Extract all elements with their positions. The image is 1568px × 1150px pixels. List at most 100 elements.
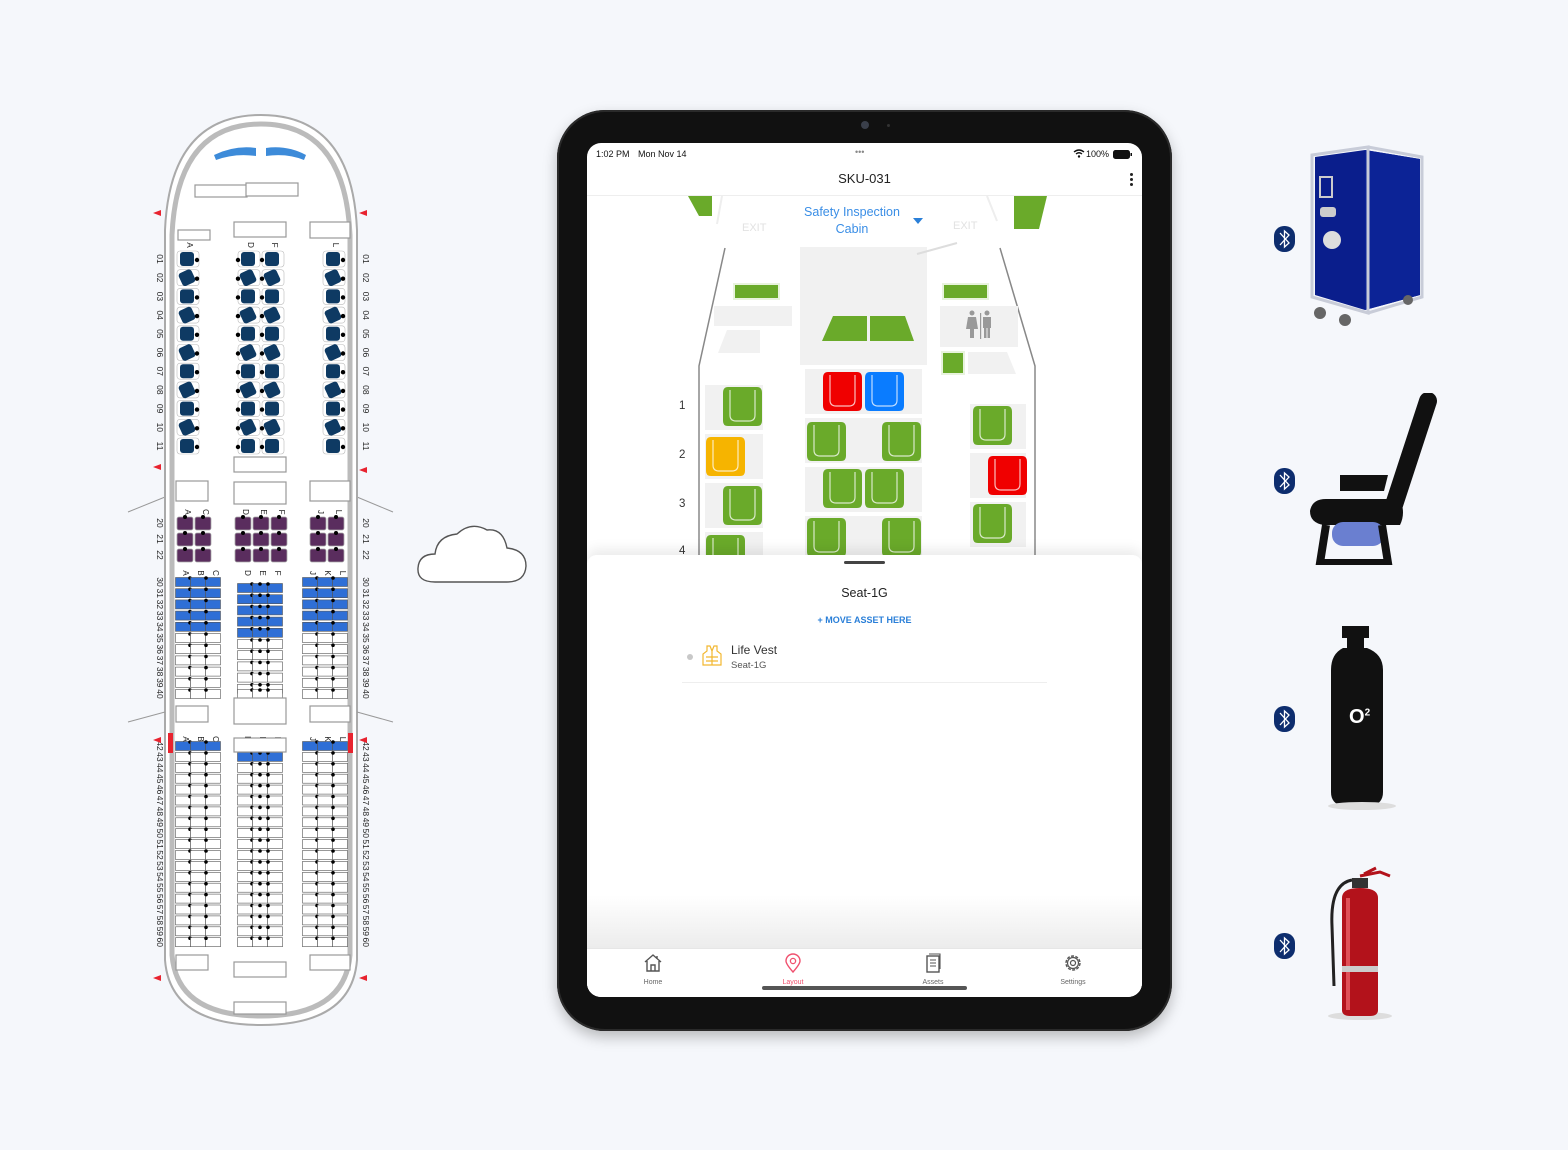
seat-alert[interactable] (822, 370, 863, 412)
economy-seat[interactable] (317, 577, 333, 587)
economy-seat[interactable] (237, 925, 254, 937)
business-seat[interactable] (235, 400, 261, 417)
economy-seat[interactable] (175, 772, 192, 784)
economy-seat[interactable] (302, 621, 319, 632)
business-seat[interactable] (235, 306, 261, 325)
economy-seat[interactable] (331, 903, 348, 915)
economy-seat[interactable] (331, 643, 348, 655)
economy-seat[interactable] (317, 599, 333, 610)
economy-seat[interactable] (331, 860, 348, 871)
economy-seat[interactable] (317, 893, 333, 904)
premium-seat[interactable] (252, 515, 270, 531)
economy-seat[interactable] (190, 871, 206, 882)
premium-seat[interactable] (309, 547, 327, 563)
economy-seat[interactable] (204, 654, 221, 666)
economy-seat[interactable] (331, 772, 348, 784)
economy-seat[interactable] (204, 936, 221, 948)
economy-seat[interactable] (190, 741, 206, 751)
economy-seat[interactable] (317, 752, 333, 762)
economy-seat[interactable] (237, 936, 254, 948)
economy-seat[interactable] (252, 936, 268, 948)
economy-seat[interactable] (331, 925, 348, 937)
economy-seat[interactable] (252, 849, 268, 860)
economy-seat[interactable] (204, 805, 221, 817)
economy-seat[interactable] (302, 849, 319, 860)
economy-seat[interactable] (237, 751, 254, 762)
economy-seat[interactable] (252, 751, 268, 762)
economy-seat[interactable] (266, 582, 283, 593)
economy-seat[interactable] (175, 677, 192, 688)
economy-seat[interactable] (266, 827, 283, 839)
premium-seat[interactable] (327, 547, 345, 563)
economy-seat[interactable] (266, 860, 283, 871)
economy-seat[interactable] (302, 914, 319, 926)
economy-seat[interactable] (204, 794, 221, 806)
economy-seat[interactable] (266, 660, 283, 672)
economy-seat[interactable] (237, 615, 254, 627)
economy-seat[interactable] (331, 762, 348, 773)
economy-seat[interactable] (190, 806, 206, 817)
premium-seat[interactable] (327, 531, 345, 547)
business-seat[interactable] (322, 343, 346, 362)
business-seat[interactable] (235, 381, 261, 400)
economy-seat[interactable] (331, 849, 348, 860)
premium-seat[interactable] (309, 531, 327, 547)
business-seat[interactable] (235, 325, 261, 343)
business-seat[interactable] (176, 400, 200, 417)
economy-seat[interactable] (252, 881, 268, 893)
business-seat[interactable] (235, 343, 261, 362)
premium-seat[interactable] (194, 547, 212, 563)
economy-seat[interactable] (331, 598, 348, 610)
seat-ok[interactable] (881, 516, 922, 558)
seat-ok[interactable] (722, 484, 763, 526)
economy-seat[interactable] (190, 882, 206, 893)
business-seat[interactable] (322, 362, 346, 380)
economy-seat[interactable] (317, 882, 333, 893)
economy-seat[interactable] (204, 665, 221, 677)
economy-seat[interactable] (266, 751, 283, 762)
economy-seat[interactable] (175, 609, 192, 621)
economy-seat[interactable] (302, 677, 319, 688)
economy-seat[interactable] (252, 627, 268, 638)
economy-seat[interactable] (317, 795, 333, 806)
economy-seat[interactable] (252, 892, 268, 904)
economy-seat[interactable] (331, 881, 348, 893)
business-seat[interactable] (176, 288, 200, 305)
economy-seat[interactable] (175, 871, 192, 882)
business-seat[interactable] (259, 437, 285, 455)
seat-alert[interactable] (987, 454, 1028, 496)
economy-seat[interactable] (175, 816, 192, 828)
economy-seat[interactable] (252, 772, 268, 784)
economy-seat[interactable] (204, 751, 221, 762)
economy-seat[interactable] (190, 621, 206, 632)
economy-seat[interactable] (317, 937, 333, 948)
business-seat[interactable] (176, 381, 200, 400)
economy-seat[interactable] (266, 638, 283, 649)
economy-seat[interactable] (204, 576, 221, 587)
economy-seat[interactable] (237, 838, 254, 849)
business-seat[interactable] (259, 268, 285, 287)
economy-seat[interactable] (175, 881, 192, 893)
economy-seat[interactable] (237, 881, 254, 893)
economy-seat[interactable] (302, 643, 319, 655)
economy-seat[interactable] (190, 937, 206, 948)
economy-seat[interactable] (317, 633, 333, 643)
economy-seat[interactable] (190, 915, 206, 926)
economy-seat[interactable] (237, 671, 254, 683)
economy-seat[interactable] (266, 593, 283, 605)
move-asset-button[interactable]: + MOVE ASSET HERE (817, 615, 912, 625)
economy-seat[interactable] (237, 772, 254, 784)
economy-seat[interactable] (331, 688, 348, 699)
economy-seat[interactable] (317, 773, 333, 784)
economy-seat[interactable] (331, 827, 348, 839)
economy-seat[interactable] (302, 587, 319, 599)
economy-seat[interactable] (190, 817, 206, 828)
economy-seat[interactable] (302, 925, 319, 937)
economy-seat[interactable] (190, 861, 206, 871)
economy-seat[interactable] (266, 762, 283, 773)
economy-seat[interactable] (190, 926, 206, 937)
economy-seat[interactable] (302, 881, 319, 893)
economy-seat[interactable] (204, 740, 221, 751)
economy-seat[interactable] (317, 588, 333, 599)
economy-seat[interactable] (331, 654, 348, 666)
